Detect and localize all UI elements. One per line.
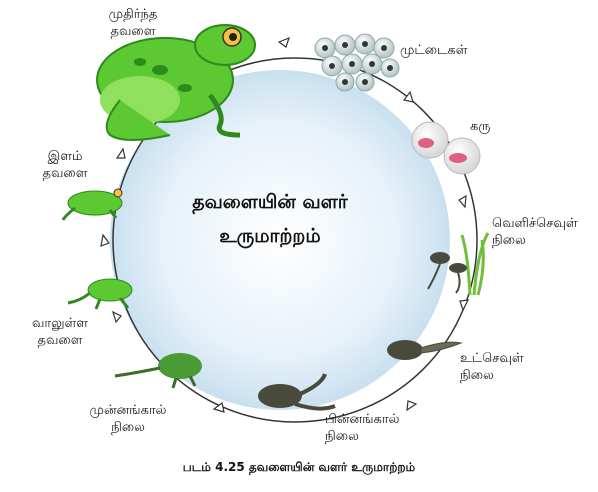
- forelimb-illustration: [114, 353, 202, 389]
- tailed-frog-illustration: [67, 278, 133, 310]
- internal-gills-illustration: [387, 340, 463, 360]
- arrow-1: [277, 36, 290, 48]
- adult-frog-illustration: [96, 24, 256, 141]
- label-eggs: முட்டைகள்: [400, 43, 468, 58]
- arrow-5: [406, 400, 418, 412]
- external-gills-illustration: [427, 232, 490, 296]
- label-young-frog: இளம் தவளை: [42, 149, 88, 181]
- arrow-9: [115, 147, 126, 159]
- arrow-3: [458, 194, 467, 209]
- label-tailed-frog: வாலுள்ள தவளை: [31, 316, 89, 348]
- figure-caption: படம் 4.25 தவளையின் வளர் உருமாற்றம்: [182, 460, 416, 474]
- label-embryo: கரு: [470, 119, 491, 134]
- arrow-7: [112, 310, 122, 324]
- label-hindlimb: பின்னங்கால் நிலை: [325, 412, 400, 444]
- cycle-arrows: [100, 36, 470, 413]
- center-disc: [110, 70, 450, 410]
- arrow-6: [212, 401, 225, 413]
- label-adult-frog: முதிர்ந்த தவளை: [108, 7, 158, 39]
- arrow-2: [402, 90, 414, 103]
- label-forelimb: முன்னங்கால் நிலை: [89, 403, 167, 435]
- hindlimb-illustration: [258, 373, 336, 411]
- eggs-illustration: [314, 33, 400, 92]
- arrow-8: [100, 233, 110, 247]
- young-frog-illustration: [61, 188, 123, 221]
- center-title: தவளையின் வளர் உருமாற்றம்: [192, 191, 348, 247]
- cycle-ring: [112, 57, 478, 423]
- arrow-4: [459, 299, 470, 312]
- embryo-illustration: [411, 121, 481, 175]
- label-internal-gills: உட்செவுள் நிலை: [460, 351, 524, 383]
- label-external-gills: வெளிச்செவுள் நிலை: [492, 216, 578, 248]
